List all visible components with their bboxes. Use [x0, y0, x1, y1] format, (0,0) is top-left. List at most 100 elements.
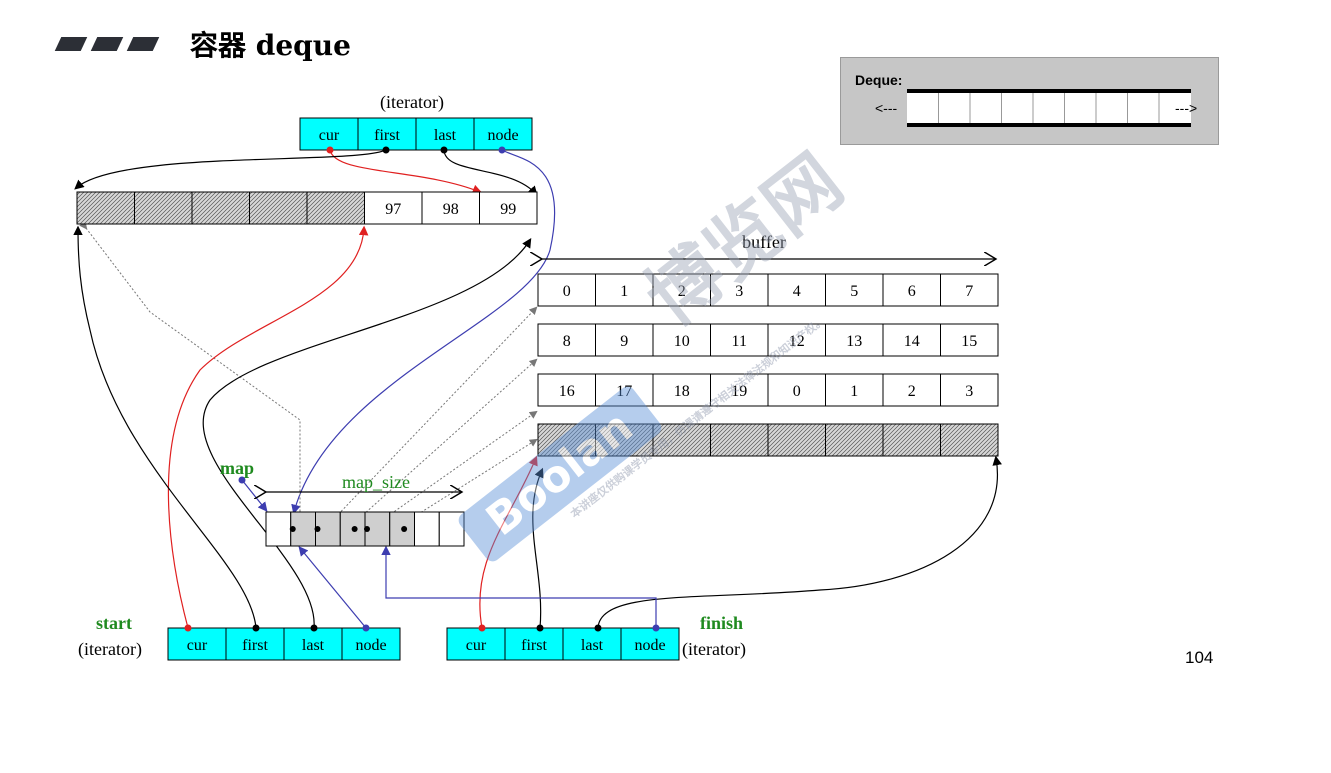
top-buffer-cell [76, 191, 135, 225]
buffer-value: 11 [732, 333, 747, 350]
buffer-cell [537, 273, 596, 307]
buffer-value: 12 [789, 333, 805, 350]
buffer-value: 8 [563, 333, 571, 350]
map-slot-dot [314, 526, 321, 532]
buffer-value: 7 [965, 283, 973, 300]
map-size-label: map_size [342, 472, 410, 492]
watermark-badge [458, 386, 662, 562]
buffer-value: 19 [731, 383, 747, 400]
deque-inset: Deque: <--- ---> [840, 57, 1219, 145]
start-iterator-field-label: cur [187, 637, 208, 654]
map-array [265, 511, 465, 547]
finish-iterator-field-label: last [581, 637, 604, 654]
top-iterator-field-node [473, 117, 533, 151]
link-start-last [202, 237, 532, 629]
map-slot [265, 511, 292, 547]
finish-iterator-field-label: cur [466, 637, 487, 654]
map-slot-link [403, 438, 538, 524]
pointer-dots [184, 146, 660, 632]
link-finish-last [597, 455, 1002, 629]
pointer-origin-dot [478, 624, 486, 632]
start-iterator-field-label: first [242, 637, 268, 654]
top-buffer-cell [191, 191, 250, 225]
buffer-cell [595, 323, 654, 357]
pointer-origin-dot [652, 624, 660, 632]
buffer-value: 18 [674, 383, 690, 400]
pointer-origin-dot [536, 624, 544, 632]
buffer-cell [940, 323, 999, 357]
buffer-cell [882, 373, 941, 407]
pointer-origin-dot [184, 624, 192, 632]
top-buffer-value: 99 [500, 201, 516, 218]
top-iterator-field-label: first [374, 127, 400, 144]
top-iterator-field-cur [299, 117, 359, 151]
buffer-cell [595, 423, 654, 457]
top-buffer-cell [306, 191, 365, 225]
finish-iterator-field-label: first [521, 637, 547, 654]
top-iterator-field-last [415, 117, 475, 151]
buffer-cell [537, 323, 596, 357]
buffer-cell [940, 373, 999, 407]
pointer-origin-dot [326, 146, 334, 154]
finish-iterator-field-node [620, 627, 680, 661]
buffer-value: 4 [793, 283, 801, 300]
page-number: 104 [1185, 648, 1214, 667]
start-iterator-field-label: node [355, 637, 386, 654]
finish-sublabel: (iterator) [682, 639, 746, 660]
buffer-value: 15 [961, 333, 977, 350]
pointer-origin-dot [440, 146, 448, 154]
finish-iterator-field-first [504, 627, 564, 661]
start-iterator-field-first [225, 627, 285, 661]
buffer-cell [767, 323, 826, 357]
slide-heading: 容器 deque [54, 24, 351, 64]
buffer-value: 0 [563, 283, 571, 300]
buffer-value: 2 [678, 283, 686, 300]
buffer-cell [882, 423, 941, 457]
map-slot-dot [289, 526, 296, 532]
buffer-cell [767, 423, 826, 457]
buffer-value: 13 [846, 333, 862, 350]
buffer-value: 3 [735, 283, 743, 300]
buffer-value: 5 [850, 283, 858, 300]
buffer-value: 3 [965, 383, 973, 400]
finish-iterator-field-last [562, 627, 622, 661]
map-slot-dot [364, 526, 370, 532]
pointer-origin-dot [498, 146, 506, 154]
top-iterator-field-label: node [487, 127, 518, 144]
map-label: map [220, 458, 254, 478]
buffer-cell [537, 423, 596, 457]
buffer-label: buffer [742, 232, 786, 252]
buffer-cell [710, 323, 769, 357]
top-buffer-cell [421, 191, 480, 225]
pointer-origin-dot [310, 624, 318, 632]
top-buffer-cell [249, 191, 308, 225]
buffer-cell [825, 273, 884, 307]
buffer-cell [652, 273, 711, 307]
start-iterator-field-node [341, 627, 401, 661]
buffer-cell [882, 323, 941, 357]
pointer-origin-dot [238, 476, 246, 484]
buffer-value: 10 [674, 333, 690, 350]
inset-left-arrow: <--- [875, 100, 898, 116]
deque-inset-label: Deque: [855, 72, 903, 88]
top-buffer-cell [134, 191, 193, 225]
buffer-cell [652, 323, 711, 357]
pointer-origin-dot [382, 146, 390, 154]
buffer-cell [595, 373, 654, 407]
link-start-first [73, 225, 257, 629]
connector-lines [73, 149, 1002, 629]
buffer-cell [940, 423, 999, 457]
page-title: 容器 deque [190, 29, 351, 62]
link-start-node [298, 546, 367, 629]
link-finish-cur [479, 455, 538, 629]
start-iterator-field-last [283, 627, 343, 661]
map-slot [438, 511, 465, 547]
buffer-value: 9 [620, 333, 628, 350]
buffer-value: 6 [908, 283, 916, 300]
pointer-origin-dot [252, 624, 260, 632]
map-slot-dot [401, 526, 408, 532]
